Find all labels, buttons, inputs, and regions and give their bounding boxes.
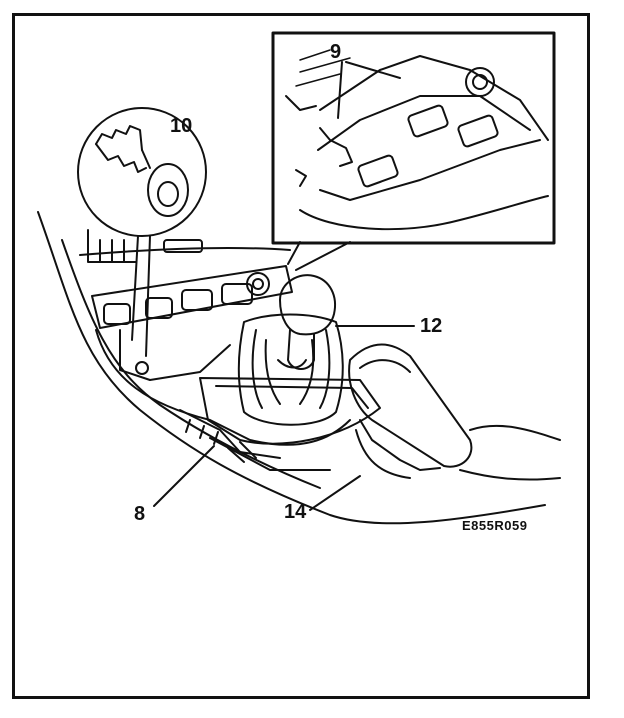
- switch-2: [145, 297, 173, 319]
- trim-panel-body: [95, 329, 351, 471]
- gear-boot: [237, 313, 344, 426]
- console-inner-edge: [61, 239, 321, 489]
- callout-14: 14: [284, 501, 307, 523]
- callout-12: 12: [420, 315, 443, 337]
- figure-code: E855R059: [462, 518, 528, 533]
- switch-1: [103, 303, 131, 325]
- switch-3: [181, 289, 213, 311]
- figure-frame: [12, 13, 590, 699]
- callout-9: 9: [330, 41, 342, 63]
- gear-knob: [279, 274, 336, 370]
- callout-8: 8: [134, 503, 146, 525]
- handbrake: [348, 343, 561, 481]
- switch-panel: [87, 229, 293, 329]
- leader-14: [309, 475, 361, 511]
- knob: [246, 272, 270, 296]
- console-top-edge: [79, 246, 291, 256]
- screw-detail: [77, 107, 207, 357]
- console-outline: [37, 211, 546, 525]
- leader-8: [153, 445, 215, 507]
- gear-surround: [199, 377, 381, 445]
- inset-detail: [271, 31, 556, 271]
- callout-10: 10: [170, 115, 193, 137]
